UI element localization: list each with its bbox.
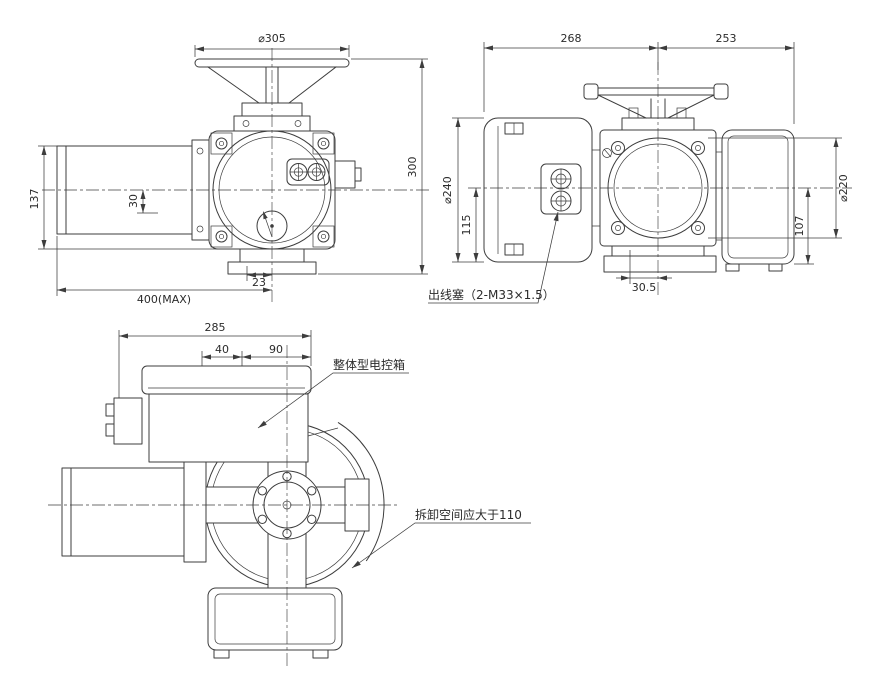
base-box xyxy=(207,587,343,659)
cable-glands-front xyxy=(286,158,330,186)
front-dimensions: ⌀305 300 137 30 23 400(MAX) xyxy=(28,32,428,306)
swing-guide-line xyxy=(307,427,339,437)
dim-box-height: 107 xyxy=(793,188,814,265)
control-box-bottom xyxy=(105,365,312,463)
dim-text-400max: 400(MAX) xyxy=(137,293,191,306)
gear-housing-side xyxy=(483,117,593,263)
dim-text-23: 23 xyxy=(252,276,266,289)
dim-text-285: 285 xyxy=(205,321,226,334)
swing-clearance-arc xyxy=(337,422,385,562)
dim-text-30: 30 xyxy=(127,194,140,208)
dim-text-40: 40 xyxy=(215,343,229,356)
side-dimensions: 268 253 ⌀240 115 ⌀220 107 xyxy=(428,32,850,304)
cable-glands-side xyxy=(540,163,582,215)
dim-width: 285 xyxy=(118,321,312,398)
dim-text-30-5: 30.5 xyxy=(632,281,657,294)
dim-handwheel-diameter: ⌀305 xyxy=(194,32,350,57)
dim-text-253: 253 xyxy=(716,32,737,45)
cable-gland-callout: 出线塞（2-M33×1.5） xyxy=(428,211,559,304)
flange-corner-bolts xyxy=(611,141,705,235)
dim-text-137: 137 xyxy=(28,189,41,210)
dim-text-268: 268 xyxy=(561,32,582,45)
dim-body-diameter: ⌀240 xyxy=(441,117,484,263)
dim-total-height: 300 xyxy=(318,58,428,275)
control-box-label: 整体型电控箱 xyxy=(333,357,405,372)
lifting-lug xyxy=(602,148,612,158)
control-box-lid xyxy=(141,365,312,395)
handwheel-side xyxy=(583,83,729,131)
connector-block xyxy=(113,397,143,445)
bottom-dimensions: 285 40 90 整体型电控箱 拆卸空间应大于110 xyxy=(118,321,531,569)
cable-gland-label: 出线塞（2-M33×1.5） xyxy=(428,287,555,302)
handwheel-spokes xyxy=(207,66,337,104)
motor-bottom xyxy=(61,461,207,563)
dim-offset-23: 23 xyxy=(246,266,272,289)
section-joints xyxy=(592,149,722,241)
dim-text-90: 90 xyxy=(269,343,283,356)
dim-offset-a: 40 xyxy=(201,343,243,366)
clearance-callout: 拆卸空间应大于110 xyxy=(351,507,531,569)
dim-text-240: ⌀240 xyxy=(441,176,454,204)
clearance-label: 拆卸空间应大于110 xyxy=(415,507,522,522)
dim-total-length: 400(MAX) xyxy=(56,236,272,306)
mount-bolts xyxy=(242,120,302,127)
motor-flange-bolts xyxy=(196,147,204,233)
dim-span-left: 268 xyxy=(483,32,659,112)
corner-pads xyxy=(210,132,335,248)
control-box-body xyxy=(148,393,309,463)
dim-text-115: 115 xyxy=(460,215,473,236)
front-view xyxy=(42,48,432,302)
dim-text-300: 300 xyxy=(406,157,419,178)
base-side xyxy=(603,245,717,273)
dim-center-offset: 30.5 xyxy=(616,250,672,294)
dim-offset-b: 90 xyxy=(242,343,311,360)
dim-lower-height: 115 xyxy=(460,188,479,262)
dim-text-220: ⌀220 xyxy=(837,174,850,202)
terminal-box xyxy=(334,160,362,189)
bottom-view xyxy=(48,345,400,668)
dim-span-right: 253 xyxy=(658,32,795,124)
control-box-side xyxy=(721,129,795,272)
control-box-callout: 整体型电控箱 xyxy=(257,357,409,429)
dim-text-305: ⌀305 xyxy=(258,32,286,45)
dim-axis-height: 137 xyxy=(28,145,268,250)
side-view xyxy=(468,62,852,295)
dim-offset-30: 30 xyxy=(127,190,158,214)
dim-flange-diameter: ⌀220 xyxy=(708,137,850,239)
dim-text-107: 107 xyxy=(793,216,806,237)
